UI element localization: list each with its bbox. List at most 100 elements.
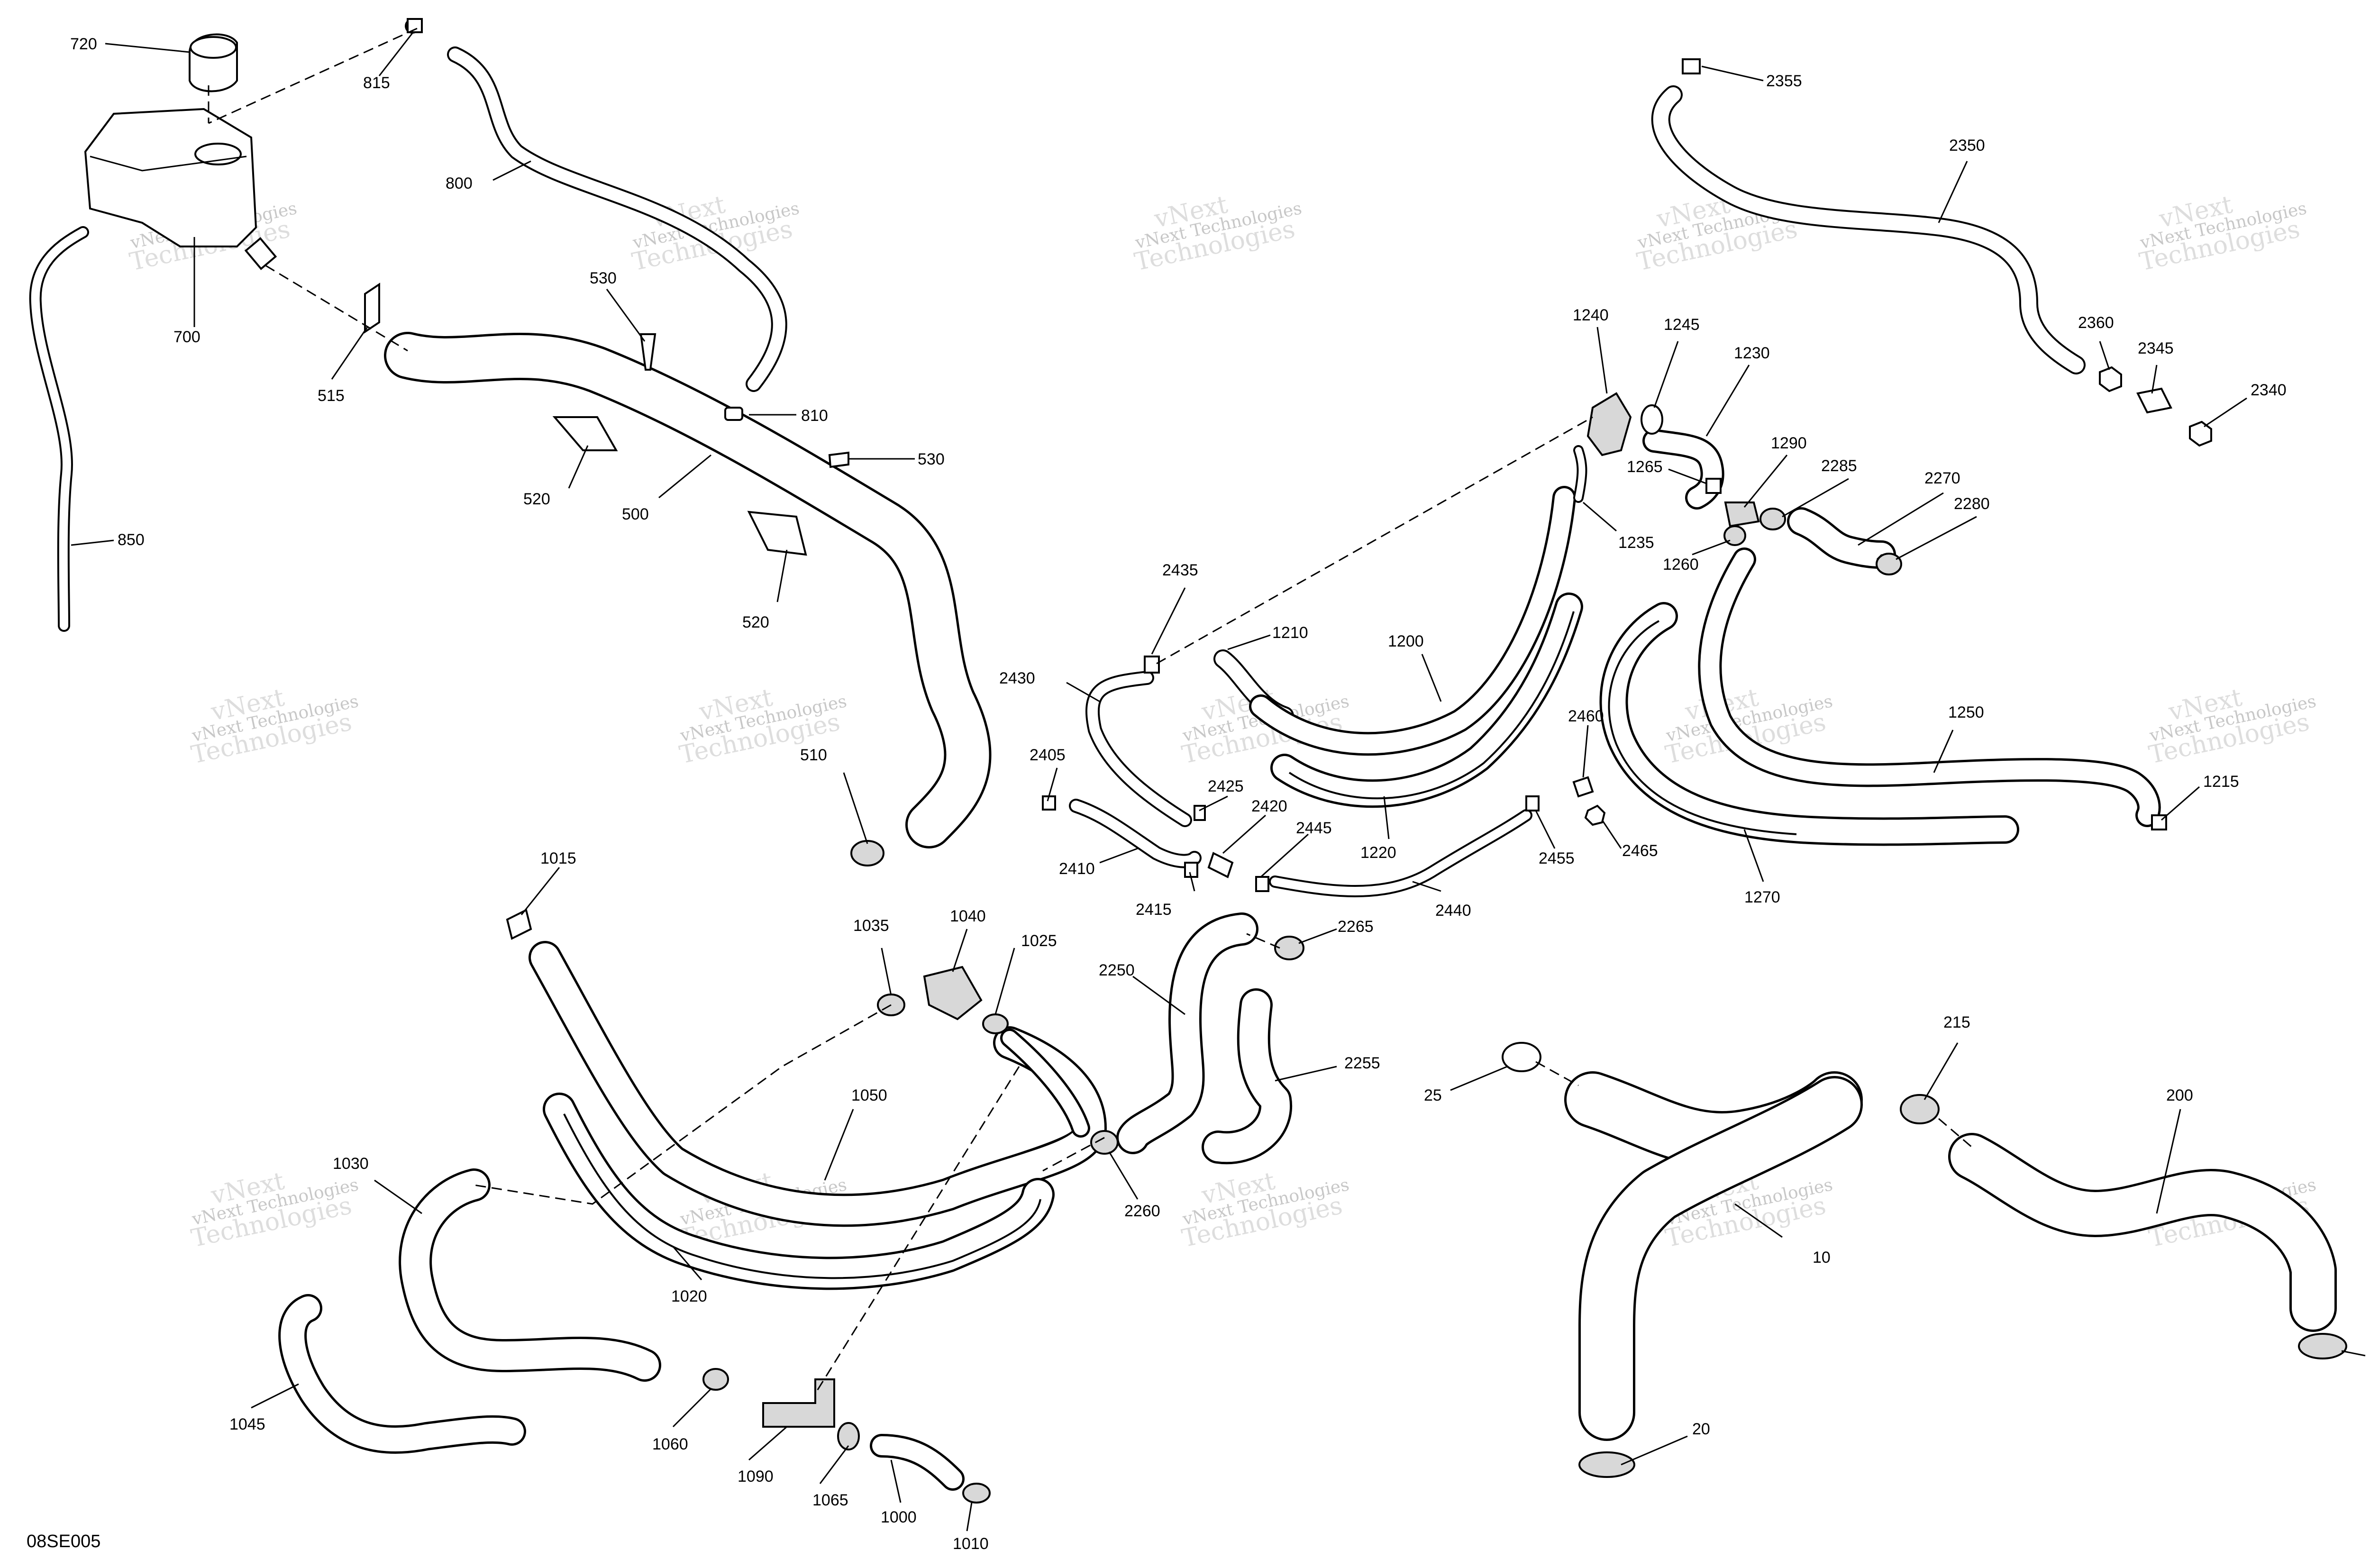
clamp-2445[interactable] <box>1255 876 1269 892</box>
callout-500: 500 <box>622 505 649 523</box>
hose-1250[interactable] <box>1698 547 2161 827</box>
callout-1270: 1270 <box>1744 888 1780 906</box>
clamp-2260[interactable] <box>1090 1130 1119 1155</box>
nut-2465[interactable] <box>1584 804 1606 826</box>
callout-2345: 2345 <box>2138 339 2174 357</box>
hose-2270[interactable] <box>1787 507 1896 569</box>
callout-810: 810 <box>801 407 828 425</box>
hose-2410[interactable] <box>1069 799 1202 868</box>
hose-1220[interactable] <box>1270 593 1583 808</box>
callout-215: 215 <box>1943 1013 1970 1031</box>
assembly-lines <box>208 27 1972 1394</box>
clamp-1010[interactable] <box>962 1483 991 1504</box>
callout-2285: 2285 <box>1821 457 1857 475</box>
clamp-2285[interactable] <box>1759 508 1786 530</box>
hose-1045[interactable] <box>278 1294 526 1454</box>
callout-2270: 2270 <box>1924 469 1960 487</box>
clamp-2355[interactable] <box>1682 58 1701 74</box>
hose-200[interactable] <box>1948 1133 2337 1332</box>
watermark-3: vNext vNext Technologies Technologies <box>1132 191 1304 277</box>
callout-200: 200 <box>2166 1086 2193 1104</box>
callout-2440: 2440 <box>1435 902 1471 920</box>
hose-1030[interactable] <box>399 1168 661 1382</box>
reservoir-tank-700[interactable] <box>84 108 277 270</box>
callout-2445: 2445 <box>1296 819 1332 837</box>
clamp-1060[interactable] <box>702 1368 729 1391</box>
bolt-530-lower[interactable] <box>828 451 849 468</box>
callout-1040: 1040 <box>950 907 986 925</box>
fitting-2460[interactable] <box>1572 776 1594 798</box>
callout-1050: 1050 <box>851 1086 887 1104</box>
diagram-code: 08SE005 <box>27 1532 100 1551</box>
connector-2420[interactable] <box>1207 852 1234 878</box>
callout-2250: 2250 <box>1099 961 1135 979</box>
junction-1240[interactable] <box>1586 392 1632 456</box>
hose-1050[interactable] <box>529 941 1107 1227</box>
callout-1000: 1000 <box>881 1508 917 1526</box>
hose-1200[interactable] <box>1249 486 1576 756</box>
hose-2430[interactable] <box>1085 671 1192 827</box>
hose-1230[interactable] <box>1642 429 1724 510</box>
valve-2345[interactable] <box>2136 387 2172 414</box>
callout-510: 510 <box>800 746 827 764</box>
clamp-2265[interactable] <box>1274 936 1304 960</box>
watermark-5: vNext vNext Technologies Technologies <box>2137 191 2308 277</box>
clamp-25[interactable] <box>1502 1042 1541 1072</box>
clamp-1265[interactable] <box>1705 478 1722 494</box>
callout-2410: 2410 <box>1059 860 1095 878</box>
clamp-1245[interactable] <box>1641 404 1663 435</box>
hose-10[interactable] <box>1564 1071 1863 1441</box>
callout-530-upper: 530 <box>590 269 617 287</box>
clamp-2280[interactable] <box>1876 553 1902 575</box>
callout-1250: 1250 <box>1948 703 1984 721</box>
t-fitting-1040[interactable] <box>923 966 983 1021</box>
hose-1025-segment[interactable] <box>1000 1029 1090 1138</box>
nut-2360[interactable] <box>2099 366 2122 392</box>
fitting-1015[interactable] <box>506 909 532 940</box>
clamp-210[interactable] <box>2298 1333 2347 1359</box>
callout-520-lower: 520 <box>742 613 769 631</box>
callout-815: 815 <box>363 74 390 92</box>
callout-1265: 1265 <box>1627 458 1663 476</box>
hose-2440[interactable] <box>1269 809 1532 897</box>
hose-1020[interactable] <box>543 1093 1055 1290</box>
clamp-215[interactable] <box>1900 1094 1940 1124</box>
bracket-515[interactable] <box>364 283 380 334</box>
fitting-1290[interactable] <box>1724 501 1760 528</box>
hose-2250[interactable] <box>1116 912 1258 1154</box>
callout-1245: 1245 <box>1664 316 1700 334</box>
bolt-530-upper[interactable] <box>639 333 656 371</box>
bracket-520-upper[interactable] <box>552 416 618 451</box>
hose-800[interactable] <box>447 46 787 392</box>
callout-1065: 1065 <box>812 1491 848 1509</box>
bracket-520-lower[interactable] <box>747 511 807 556</box>
callout-1045: 1045 <box>229 1415 265 1433</box>
hose-2255[interactable] <box>1202 988 1293 1165</box>
clamp-2455[interactable] <box>1525 795 1540 811</box>
watermark-6: vNext vNext Technologies Technologies <box>189 684 360 770</box>
hose-500[interactable] <box>384 332 992 848</box>
hose-2350[interactable] <box>1651 85 2086 374</box>
callout-2350: 2350 <box>1949 137 1985 155</box>
clamp-2415[interactable] <box>1184 862 1198 878</box>
callout-850: 850 <box>118 531 145 549</box>
cap-720[interactable] <box>189 33 238 92</box>
clamp-2435[interactable] <box>1144 656 1160 674</box>
clamp-1065[interactable] <box>837 1422 860 1450</box>
hose-1235[interactable] <box>1573 445 1587 503</box>
clamp-20[interactable] <box>1578 1451 1635 1478</box>
hose-850[interactable] <box>29 226 89 632</box>
callout-2280: 2280 <box>1954 495 1990 513</box>
callout-2340: 2340 <box>2251 381 2287 399</box>
clamp-1025[interactable] <box>982 1013 1009 1034</box>
nut-2340[interactable] <box>2189 420 2212 447</box>
callout-1240: 1240 <box>1573 306 1609 324</box>
hose-1270[interactable] <box>1599 602 2019 846</box>
callout-10: 10 <box>1813 1249 1831 1267</box>
fitting-810[interactable] <box>724 407 743 421</box>
clamp-1260[interactable] <box>1723 525 1746 546</box>
callout-2265: 2265 <box>1338 918 1374 936</box>
hose-1000[interactable] <box>870 1434 965 1491</box>
clamp-510[interactable] <box>850 840 884 866</box>
t-fitting-1090[interactable] <box>762 1378 835 1428</box>
